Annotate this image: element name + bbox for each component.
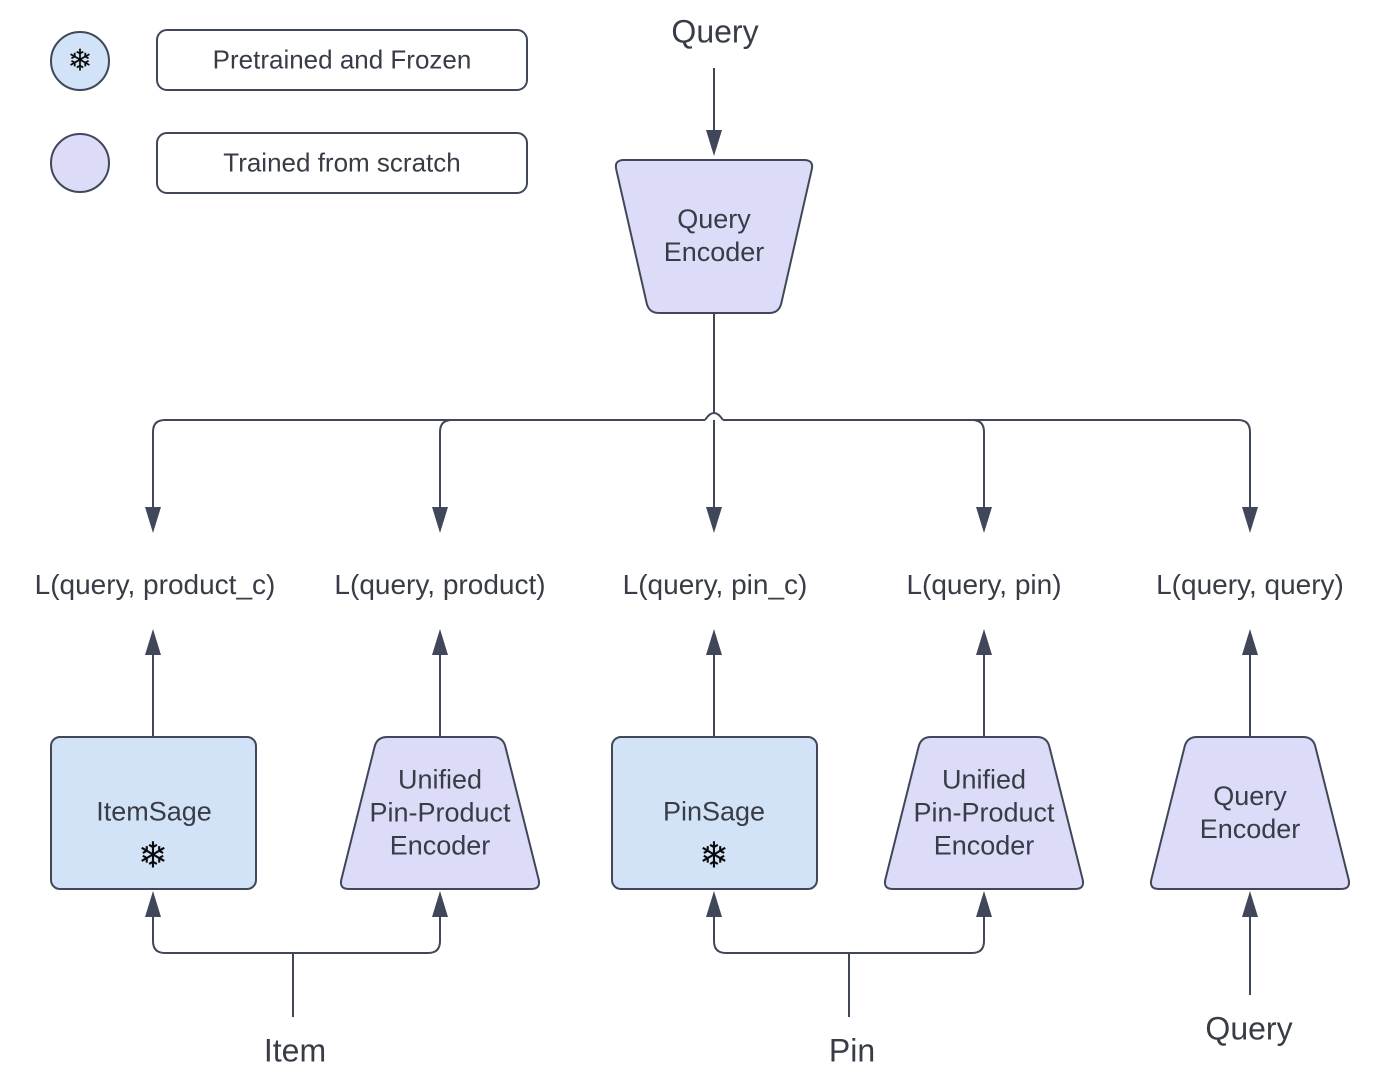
arrowhead-up-icon <box>976 629 992 655</box>
unified-right-line3: Encoder <box>933 830 1035 861</box>
pin-connector <box>713 917 985 954</box>
pin-label: Pin <box>828 1032 876 1069</box>
legend-scratch-box <box>156 132 528 194</box>
query-encoder-bottom-label: Query Encoder <box>1200 780 1301 846</box>
arrowhead-down-icon <box>706 130 722 156</box>
branch-line-2 <box>439 419 705 507</box>
arrowhead-up-icon <box>1242 629 1258 655</box>
snowflake-icon: ❄ <box>67 43 93 79</box>
legend-frozen-swatch <box>50 31 110 91</box>
legend-scratch-label: Trained from scratch <box>223 147 461 178</box>
legend-frozen-label: Pretrained and Frozen <box>212 44 472 75</box>
trunk-junction-bump <box>704 412 724 421</box>
arrowhead-up-icon <box>432 629 448 655</box>
unified-encoder-right-shape <box>883 736 1085 890</box>
query-encoder-top-line1: Query <box>677 204 751 234</box>
unified-encoder-left-shape <box>339 736 541 890</box>
arrowhead-up-icon <box>976 891 992 917</box>
arrowhead-up-icon <box>706 629 722 655</box>
query-top-label: Query <box>671 13 759 50</box>
query-encoder-top-line2: Encoder <box>663 237 765 267</box>
arrowhead-down-icon <box>976 507 992 533</box>
arrowhead-up-icon <box>706 891 722 917</box>
unified-left-line1: Unified <box>397 764 483 795</box>
arrowhead-up-icon <box>1242 891 1258 917</box>
loss-label: L(query, pin) <box>906 569 1062 600</box>
query-encoder-top-shape <box>614 159 814 314</box>
snowflake-icon: ❄ <box>137 835 169 877</box>
query-encoder-bottom-line1: Query <box>1213 781 1287 811</box>
itemsage-shape <box>50 736 257 890</box>
branch-line-1 <box>152 419 705 507</box>
loss-label: L(query, product_c) <box>34 569 276 600</box>
query-encoder-top-label: Query Encoder <box>664 203 765 269</box>
branch-line-4 <box>723 419 985 507</box>
query-encoder-bottom-line2: Encoder <box>1199 814 1301 844</box>
pinsage-label: PinSage <box>662 796 766 827</box>
snowflake-icon: ❄ <box>698 835 730 877</box>
unified-encoder-left-label: Unified Pin-Product Encoder <box>369 764 510 863</box>
query-bottom-label: Query <box>1205 1010 1293 1047</box>
unified-encoder-right-label: Unified Pin-Product Encoder <box>913 764 1054 863</box>
unified-left-line3: Encoder <box>389 830 491 861</box>
item-label: Item <box>263 1032 327 1069</box>
itemsage-label: ItemSage <box>96 796 212 827</box>
legend-scratch-swatch <box>50 133 110 193</box>
unified-left-line2: Pin-Product <box>369 797 511 828</box>
unified-right-line1: Unified <box>941 764 1027 795</box>
arrowhead-up-icon <box>432 891 448 917</box>
loss-label: L(query, query) <box>1156 569 1344 600</box>
arrowhead-up-icon <box>145 891 161 917</box>
loss-label: L(query, product) <box>334 569 546 600</box>
arrowhead-down-icon <box>145 507 161 533</box>
arrowhead-down-icon <box>1242 507 1258 533</box>
pinsage-shape <box>611 736 818 890</box>
arrowhead-down-icon <box>432 507 448 533</box>
unified-right-line2: Pin-Product <box>913 797 1055 828</box>
branch-line-5 <box>723 419 1251 507</box>
query-encoder-bottom-shape <box>1149 736 1351 890</box>
arrowhead-down-icon <box>706 507 722 533</box>
item-connector <box>152 917 441 954</box>
legend-frozen-box <box>156 29 528 91</box>
loss-label: L(query, pin_c) <box>622 569 808 600</box>
arrowhead-up-icon <box>145 629 161 655</box>
